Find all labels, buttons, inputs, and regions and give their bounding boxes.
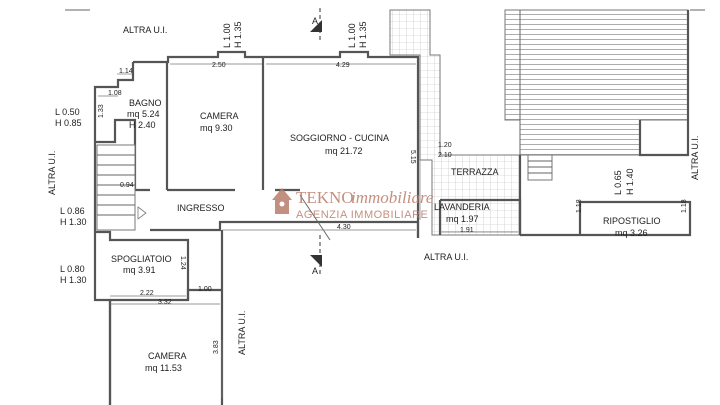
window-2-width: L 1.00: [347, 23, 357, 48]
ingresso-label: INGRESSO: [177, 203, 225, 213]
dim-5-15: 5.15: [409, 150, 416, 164]
dim-1-00: 1.00: [198, 286, 212, 293]
logo-name-main: TEKNO: [296, 188, 354, 207]
dim-1-18-left: 1.18: [576, 199, 583, 213]
altra-ui-top: ALTRA U.I.: [123, 25, 167, 35]
house-logo-icon: [272, 188, 292, 214]
dim-1-18-right: 1.18: [681, 199, 688, 213]
dim-3-83: 3.83: [213, 340, 220, 354]
window-4-width: L 0.86: [60, 206, 85, 216]
tekno-logo-watermark: TEKNO immobiliare AGENZIA IMMOBILIARE: [272, 188, 434, 221]
window-1-height: H 1.35: [233, 21, 243, 48]
camera1-area: mq 9.30: [200, 123, 233, 133]
dim-3-32: 3.32: [158, 299, 172, 306]
dimension-lines: [98, 60, 518, 398]
window-3-height: H 0.85: [55, 118, 82, 128]
dim-1-20: 1.20: [438, 142, 452, 149]
ripostiglio-label: RIPOSTIGLIO: [603, 216, 661, 226]
soggiorno-area: mq 21.72: [325, 146, 363, 156]
lavanderia-area: mq 1.97: [446, 214, 479, 224]
bagno-label: BAGNO: [129, 98, 162, 108]
camera2-label: CAMERA: [148, 351, 187, 361]
dim-0-94: 0.94: [120, 182, 134, 189]
section-label-bottom: A: [312, 266, 318, 276]
external-lines: [65, 9, 705, 241]
dim-2-22: 2.22: [140, 290, 154, 297]
altra-ui-vertical-right: ALTRA U.I.: [690, 136, 700, 180]
logo-name-script: immobiliare: [351, 188, 434, 207]
dim-1-14: 1.14: [119, 68, 133, 75]
section-marker-top: A: [310, 8, 322, 40]
staircase: [96, 144, 147, 231]
terrazza-label: TERRAZZA: [451, 167, 499, 177]
spogliatoio-label: SPOGLIATOIO: [111, 254, 172, 264]
terrace-steps: [527, 154, 553, 181]
camera2-area: mq 11.53: [145, 363, 182, 373]
dim-4-29: 4.29: [336, 62, 350, 69]
lavanderia-label: LAVANDERIA: [434, 202, 490, 212]
window-5-width: L 0.80: [60, 264, 85, 274]
section-marker-bottom: A: [310, 235, 322, 276]
section-label-top: A: [312, 16, 318, 26]
dim-2-50: 2.50: [212, 62, 226, 69]
dim-1-91: 1.91: [460, 227, 474, 234]
altra-ui-bottom: ALTRA U.I.: [424, 252, 468, 262]
window-2-height: H 1.35: [358, 21, 368, 48]
altra-ui-vertical-mid: ALTRA U.I.: [237, 311, 247, 355]
window-5-height: H 1.30: [60, 275, 87, 285]
dim-4-30: 4.30: [337, 224, 351, 231]
dim-2-10: 2.10: [438, 152, 452, 159]
window-4-height: H 1.30: [60, 217, 87, 227]
bagno-area: mq 5.24: [127, 109, 160, 119]
ripostiglio-area: mq 3.26: [615, 228, 648, 238]
window-6-width: L 0.65: [613, 170, 623, 195]
dim-1-08: 1.08: [108, 90, 122, 97]
dim-1-24: 1.24: [179, 256, 186, 270]
window-1-width: L 1.00: [222, 23, 232, 48]
window-3-width: L 0.50: [55, 107, 80, 117]
roof-deck-area: [504, 9, 689, 156]
window-6-height: H 1.40: [625, 168, 635, 195]
logo-tagline: AGENZIA IMMOBILIARE: [296, 209, 428, 221]
camera1-label: CAMERA: [200, 111, 239, 121]
soggiorno-label: SOGGIORNO - CUCINA: [290, 133, 389, 143]
bagno-height: H 2.40: [129, 120, 156, 130]
spogliatoio-area: mq 3.91: [123, 265, 156, 275]
dim-1-33: 1.33: [98, 104, 105, 118]
altra-ui-left: ALTRA U.I.: [47, 151, 57, 195]
